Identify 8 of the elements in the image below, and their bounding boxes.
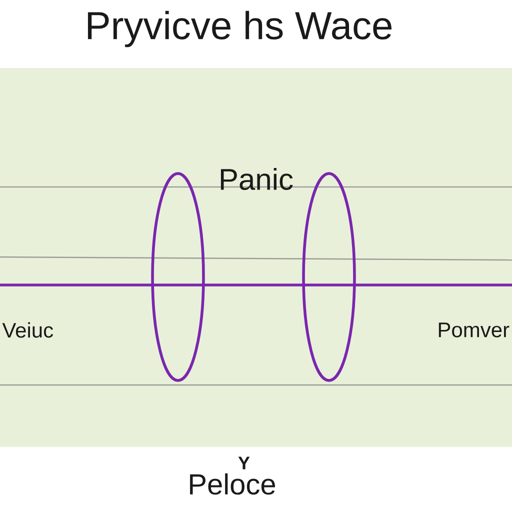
ellipse [151,172,205,382]
title: Pryvicve hs Wace [88,10,392,48]
label: Panic [220,168,293,190]
label: Pomver [438,322,510,338]
label: Peloce [190,473,276,495]
label: Veiuc [2,322,53,338]
label: Y [238,456,250,470]
ellipse [302,172,356,382]
